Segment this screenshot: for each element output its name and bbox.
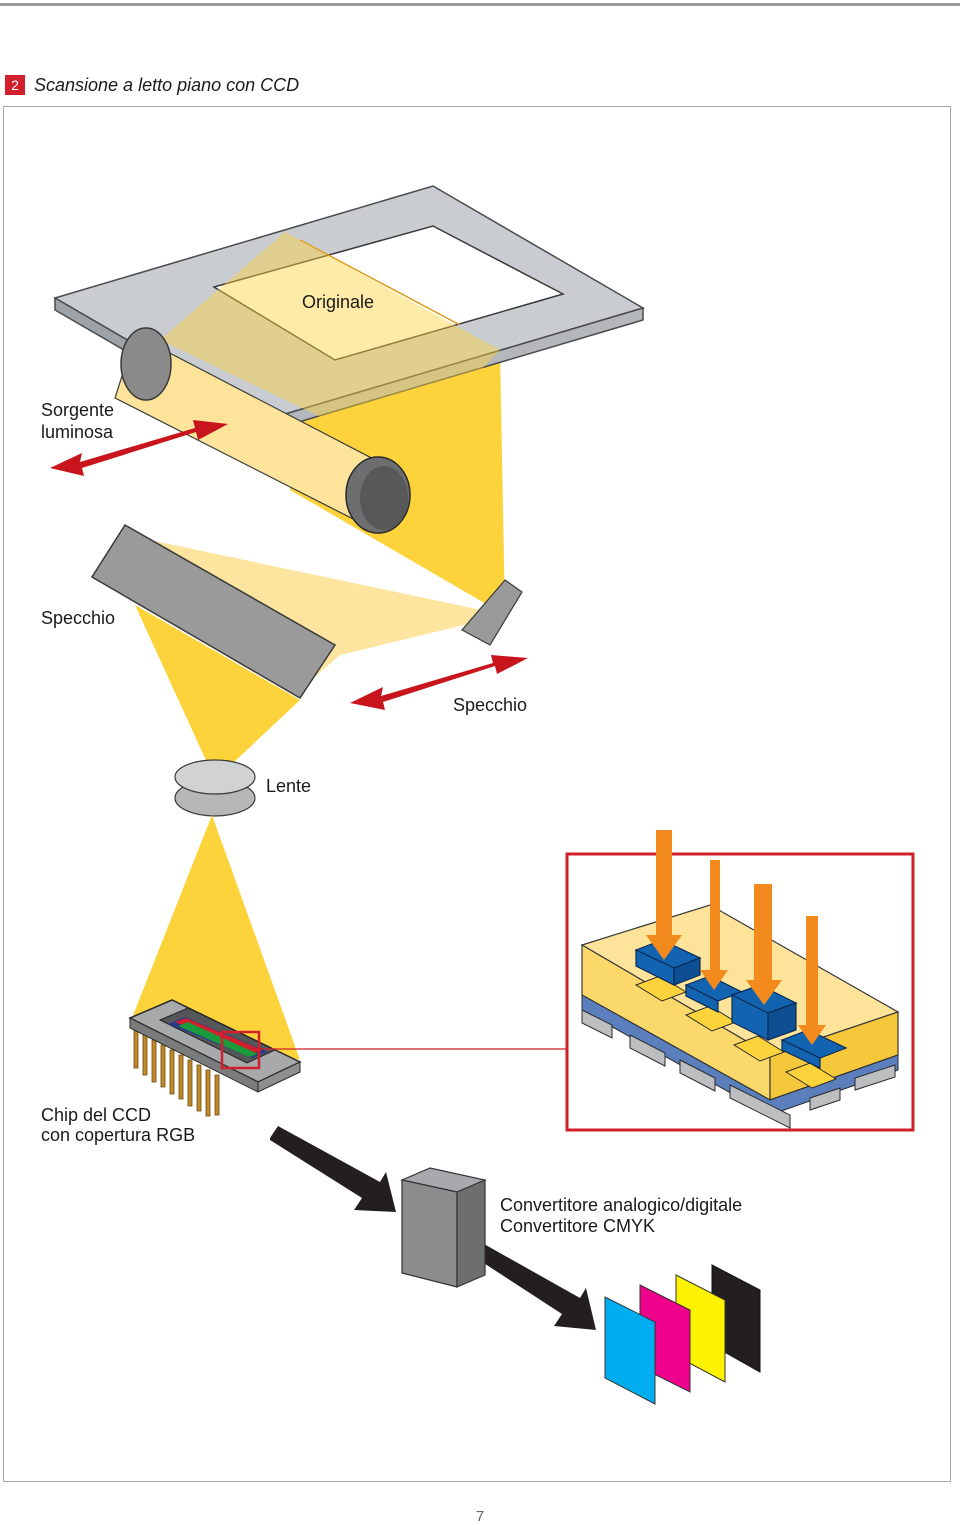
- light-source-movement-arrow: [50, 420, 228, 476]
- top-rule: [0, 3, 960, 6]
- label-mirror-1: Specchio: [41, 608, 116, 628]
- photon-arrow-2: [700, 860, 728, 990]
- photon-arrow-3: [746, 884, 782, 1005]
- converter-box: [400, 1167, 487, 1288]
- figure-frame: [3, 106, 951, 1482]
- label-original: Originale: [302, 292, 375, 312]
- photon-arrow-4: [798, 916, 826, 1045]
- label-converter-line1: Convertitore analogico/digitale: [500, 1195, 743, 1215]
- photon-arrow-1: [646, 830, 682, 960]
- scan-line: [299, 239, 461, 326]
- front-mirror: [90, 523, 337, 700]
- light-beam-to-lens: [135, 605, 300, 780]
- ccd-to-converter-arrow: [270, 1126, 396, 1212]
- light-through-glass: [160, 232, 500, 455]
- lens-top: [174, 759, 256, 795]
- figure-header: 2 Scansione a letto piano con CCD: [5, 74, 299, 96]
- label-light-source-line1: Sorgente: [41, 400, 115, 420]
- label-ccd-line2: con copertura RGB: [41, 1125, 196, 1145]
- light-source-end-cap-back: [120, 327, 172, 401]
- light-beam-to-ccd: [132, 815, 300, 1060]
- figure-number-badge: 2: [5, 75, 25, 95]
- ccd-chip-pins: [133, 1029, 220, 1117]
- figure-title: Scansione a letto piano con CCD: [34, 74, 300, 95]
- ccd-zoom-marker: [220, 1030, 261, 1070]
- label-mirror-2: Specchio: [453, 695, 528, 715]
- label-converter-line2: Convertitore CMYK: [500, 1216, 656, 1236]
- converter-to-cmyk-arrow: [476, 1244, 596, 1330]
- rear-mirror: [461, 579, 523, 646]
- label-ccd-line1: Chip del CCD: [41, 1105, 152, 1125]
- cmyk-plate-cyan: [604, 1296, 656, 1405]
- light-source-end-cap-inner: [360, 466, 408, 530]
- label-lens: Lente: [266, 776, 312, 796]
- mirror-movement-arrow: [350, 655, 528, 710]
- original-document: [212, 225, 566, 361]
- ccd-cutaway: [580, 830, 900, 1129]
- page-number: 7: [475, 1508, 485, 1525]
- ccd-chip: [128, 999, 302, 1117]
- label-light-source-line2: luminosa: [41, 422, 114, 442]
- light-beam-mirror-to-mirror: [150, 540, 505, 690]
